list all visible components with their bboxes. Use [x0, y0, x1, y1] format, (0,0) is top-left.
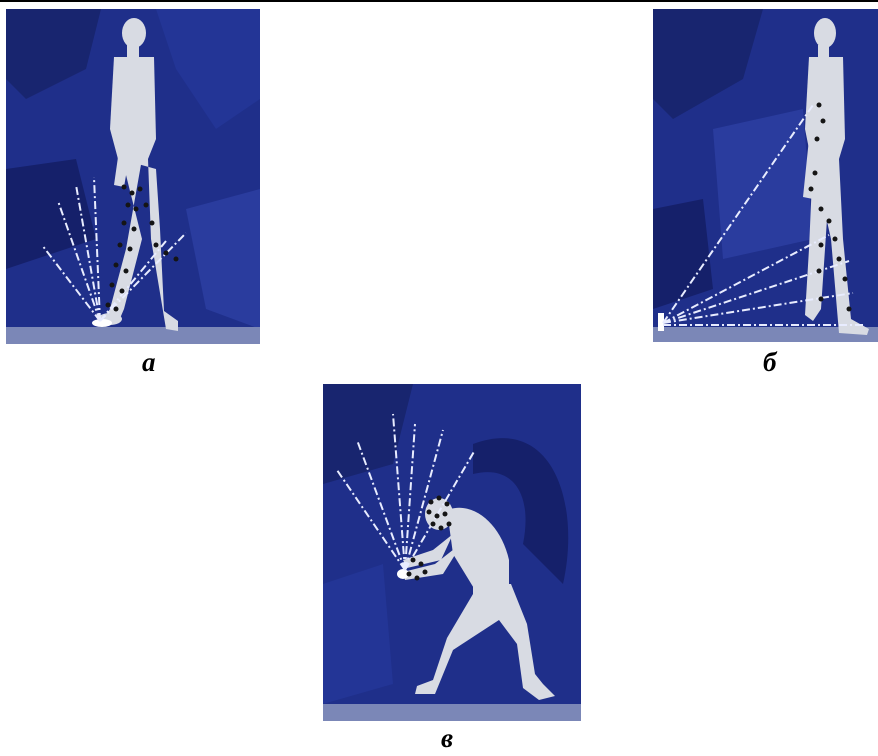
figure-a-image	[6, 9, 260, 344]
figure-b-caption: б	[763, 349, 776, 376]
figure-c-image	[323, 384, 581, 721]
figure-c-caption: в	[441, 725, 453, 752]
figure-a-caption: a	[142, 349, 156, 376]
top-rule	[0, 0, 878, 2]
figure-b-image	[653, 9, 878, 342]
